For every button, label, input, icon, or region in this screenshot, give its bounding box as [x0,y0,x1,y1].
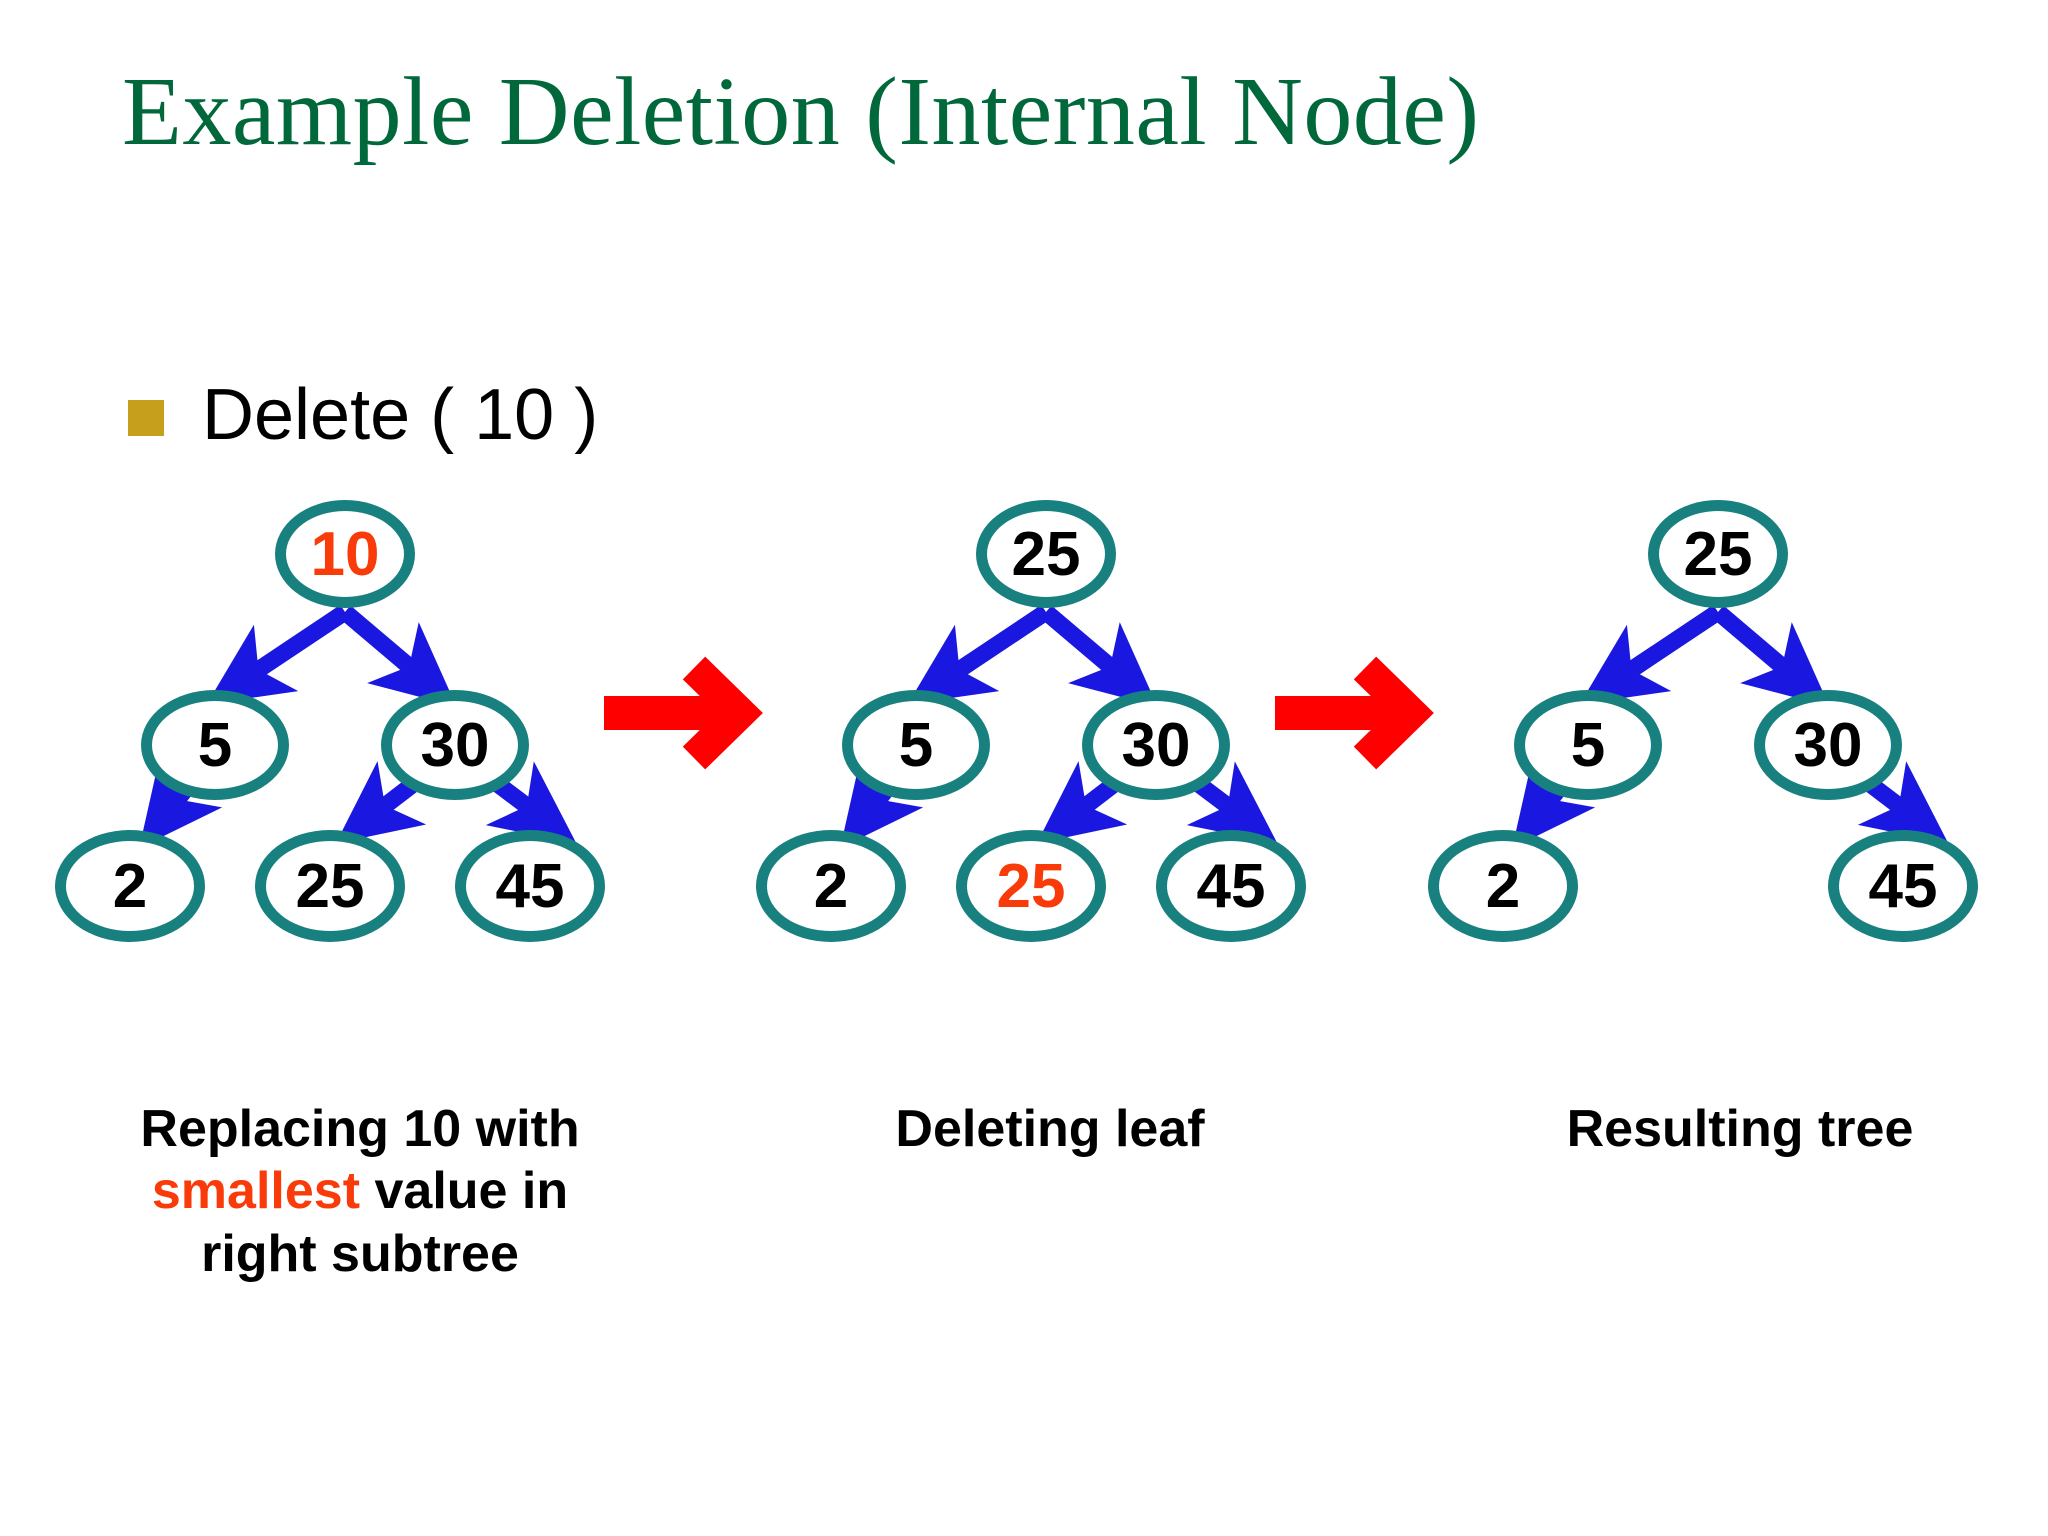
tree-2-node-root[interactable]: 25 [976,500,1116,608]
tree-2-caption: Deleting leaf [895,1100,1205,1158]
tree-2-node-right-right[interactable]: 45 [1156,830,1306,942]
transition-arrow-1-icon [604,656,763,770]
tree-3-node-right-right[interactable]: 45 [1828,830,1978,942]
bullet-row: Delete ( 10 ) [128,370,598,460]
tree-3-node-right[interactable]: 30 [1754,690,1902,800]
tree-3-node-left[interactable]: 5 [1514,690,1662,800]
square-bullet-icon [128,400,164,436]
tree-3-node-left-left[interactable]: 2 [1428,830,1578,942]
tree-1-caption: Replacing 10 with smallest value in righ… [140,1100,580,1283]
tree-1-node-right-left[interactable]: 25 [255,830,405,942]
transition-arrow-2-icon [1275,656,1434,770]
tree-1-node-root[interactable]: 10 [275,500,415,608]
tree-1-node-left[interactable]: 5 [141,690,289,800]
tree-2-node-left-left[interactable]: 2 [756,830,906,942]
tree-1-node-right[interactable]: 30 [381,690,529,800]
tree-2-node-right-left[interactable]: 25 [956,830,1106,942]
tree-3-caption: Resulting tree [1566,1100,1914,1158]
tree-1-node-right-right[interactable]: 45 [455,830,605,942]
tree-2-node-right[interactable]: 30 [1082,690,1230,800]
tree-3-node-root[interactable]: 25 [1648,500,1788,608]
tree-1-node-left-left[interactable]: 2 [55,830,205,942]
tree-2-node-left[interactable]: 5 [842,690,990,800]
bullet-text: Delete ( 10 ) [202,375,599,455]
page-title: Example Deletion (Internal Node) [122,58,1480,166]
